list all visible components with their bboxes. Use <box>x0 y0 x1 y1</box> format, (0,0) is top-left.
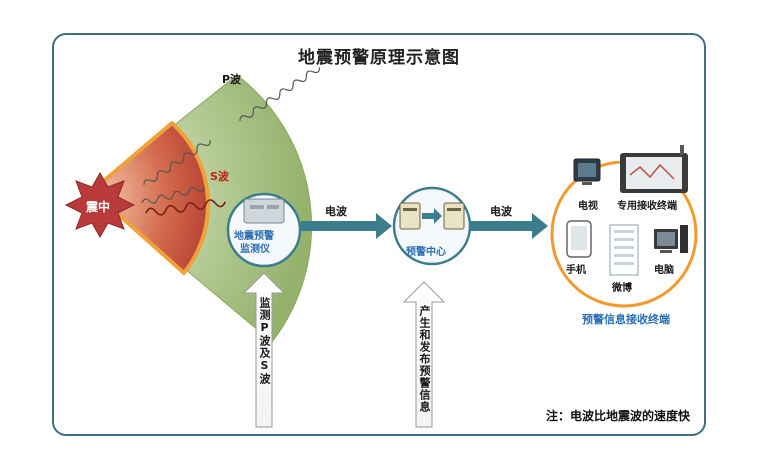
arrow-monitor-to-center <box>301 213 392 239</box>
server-icon-right <box>443 202 465 230</box>
monitor-label-2: 监测仪 <box>240 244 270 255</box>
p-wave-label: P波 <box>222 73 242 86</box>
computer-label: 电脑 <box>654 265 674 276</box>
monitor-device-icon <box>243 198 285 224</box>
epicenter-label: 震中 <box>86 200 111 214</box>
footnote: 注：电波比地震波的速度快 <box>545 409 690 423</box>
monitor-up-arrow <box>242 272 286 428</box>
server-icon-left <box>399 202 421 230</box>
diagram-frame: 地震预警原理示意图 <box>52 33 706 436</box>
monitor-label-1: 地震预警 <box>234 231 274 242</box>
s-wave-sector <box>90 121 210 275</box>
center-label: 预警中心 <box>406 247 446 258</box>
monitor-vertical-text: 监测P波及S波 <box>258 297 271 385</box>
p-wave-line-3 <box>141 186 205 204</box>
weibo-label: 微博 <box>612 283 632 294</box>
server-link-arrow <box>422 208 442 224</box>
terminal-label: 专用接收终端 <box>617 201 677 212</box>
epicenter-star <box>64 171 136 239</box>
computer-icon <box>654 225 688 253</box>
terminal-icon <box>620 145 688 193</box>
arrow-center-to-receivers <box>471 213 548 239</box>
center-up-arrow <box>402 281 446 428</box>
phone-label: 手机 <box>566 265 586 276</box>
p-wave-line-2 <box>239 67 321 122</box>
s-wave-line <box>145 199 226 216</box>
radio-label-1: 电波 <box>325 205 347 218</box>
center-vertical-text: 产生和发布预警信息 <box>418 305 431 413</box>
phone-icon <box>566 220 592 258</box>
tv-label: 电视 <box>578 201 598 212</box>
receivers-group-label: 预警信息接收终端 <box>582 313 670 326</box>
tv-icon <box>573 158 601 185</box>
diagram-title: 地震预警原理示意图 <box>298 48 460 68</box>
radio-label-2: 电波 <box>490 205 512 218</box>
s-wave-label: S波 <box>210 170 229 183</box>
weibo-icon <box>609 224 639 276</box>
diagram-canvas <box>64 67 698 428</box>
p-wave-line <box>143 140 211 186</box>
